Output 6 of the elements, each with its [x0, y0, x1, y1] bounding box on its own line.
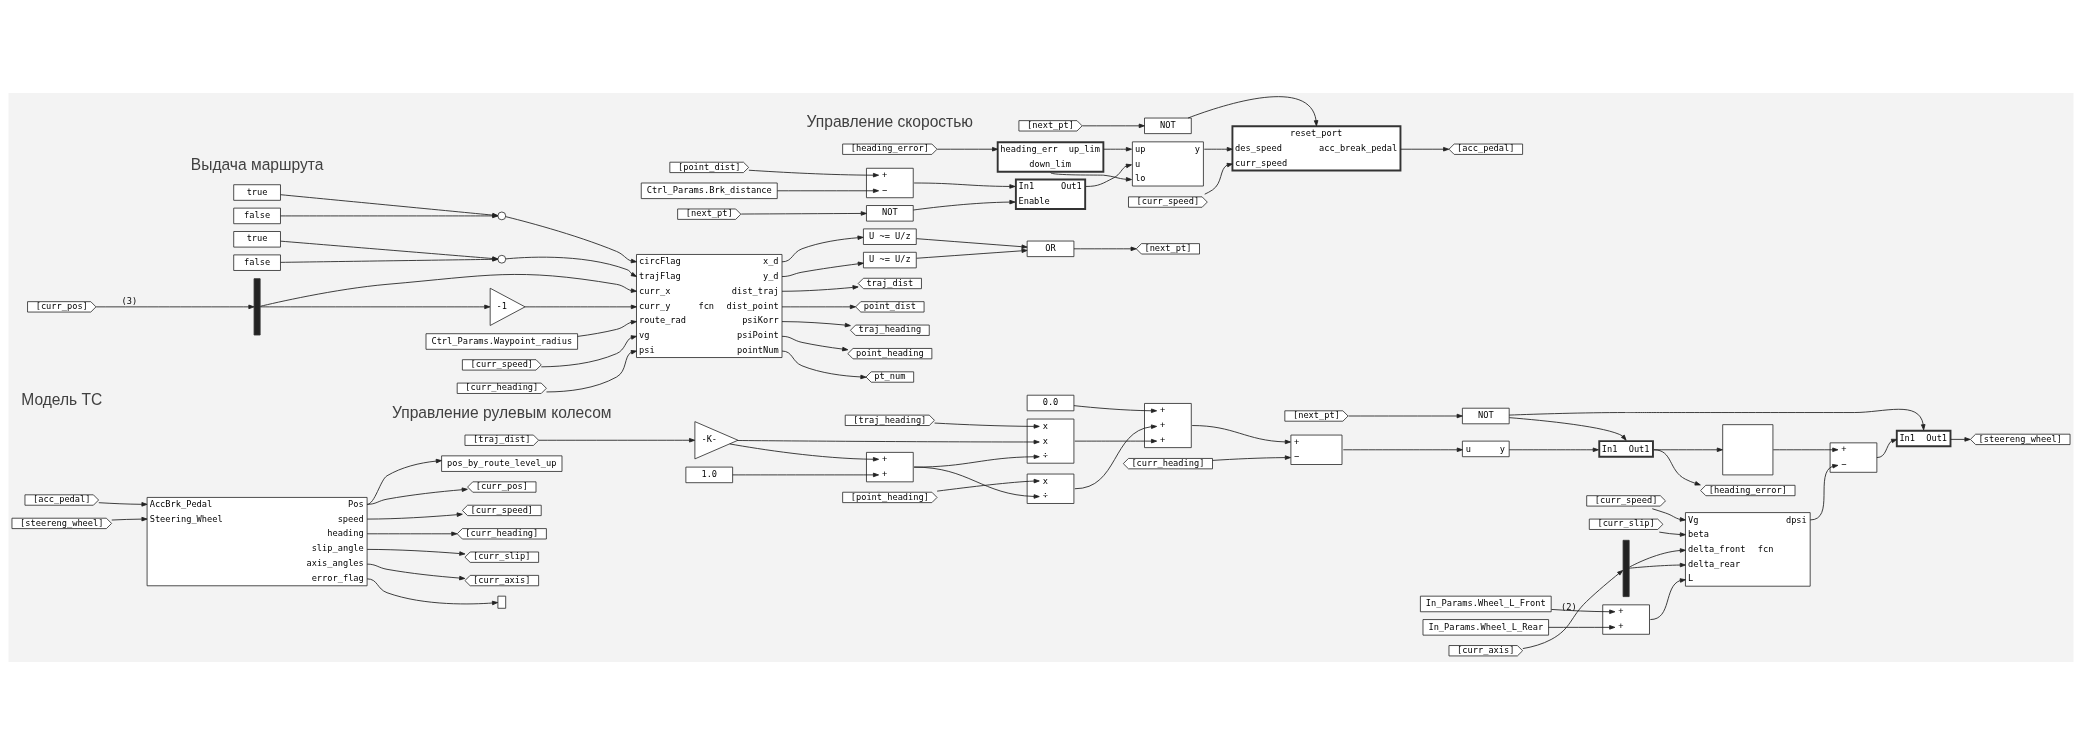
- label: Управление рулевым колесом: [392, 403, 612, 421]
- edge-label: (3): [121, 295, 138, 306]
- label: Управление скоростью: [806, 112, 974, 130]
- label: Модель ТС: [21, 390, 103, 408]
- label: Выдача маршрута: [190, 155, 324, 173]
- edge-label: (2): [1561, 601, 1577, 612]
